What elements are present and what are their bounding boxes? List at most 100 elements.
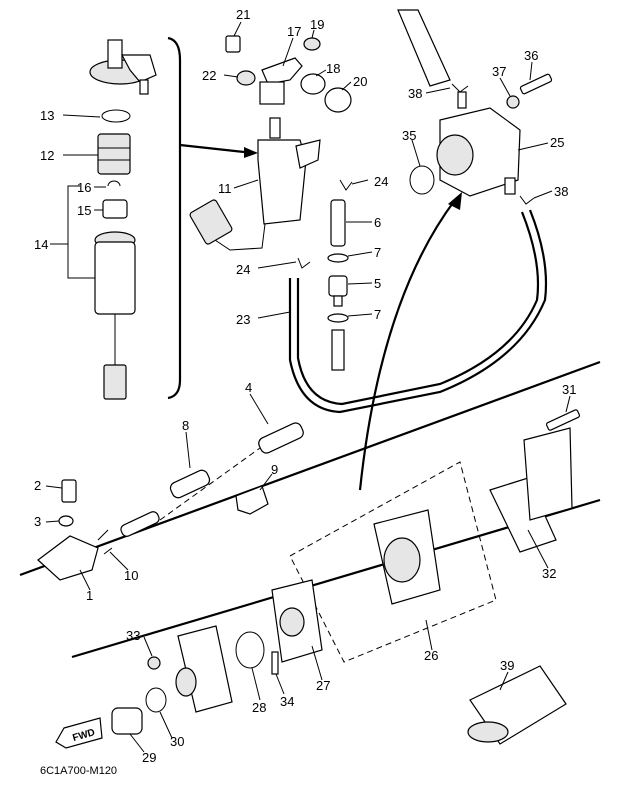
nut-15 (102, 199, 128, 219)
clip-10 (97, 529, 113, 555)
clip-38-lower (519, 195, 535, 205)
joint-5 (328, 275, 348, 297)
filter-assembly-inset (89, 39, 157, 400)
callout-2: 2 (34, 478, 41, 493)
fuel-filter-bracket-group (189, 35, 548, 414)
callout-35: 35 (402, 128, 416, 143)
bolt-36 (519, 73, 553, 95)
fuel-joint-1 (37, 535, 99, 581)
plunger-29 (111, 707, 143, 735)
callout-38-lower: 38 (554, 184, 568, 199)
callout-39: 39 (500, 658, 514, 673)
diagram-code: 6C1A700-M120 (40, 765, 117, 777)
clip-38-upper (451, 83, 469, 93)
filter-top-nipple (269, 117, 281, 139)
nut-22 (236, 70, 256, 86)
pump-pointer-arrowhead (448, 192, 462, 210)
callout-5: 5 (374, 276, 381, 291)
fwd-arrow-shape (55, 717, 103, 749)
grommet-18 (300, 73, 326, 95)
clip-16 (107, 180, 121, 187)
callout-25: 25 (550, 135, 564, 150)
callout-14: 14 (34, 237, 48, 252)
hose-8 (169, 469, 211, 499)
callout-16: 16 (77, 180, 91, 195)
hose-4 (258, 422, 304, 454)
fuel-pump-group (397, 9, 553, 205)
leader-lines (45, 21, 571, 753)
callout-27: 27 (316, 678, 330, 693)
callout-29: 29 (142, 750, 156, 765)
collar-20 (324, 87, 352, 113)
callout-32: 32 (542, 566, 556, 581)
clamp-7-lower (327, 313, 349, 323)
callout-24-left: 24 (236, 262, 250, 277)
gasket-32 (489, 477, 557, 553)
clip-17 (261, 57, 303, 85)
callout-1: 1 (86, 588, 93, 603)
callout-9: 9 (271, 462, 278, 477)
callout-8: 8 (182, 418, 189, 433)
pin-34 (271, 651, 279, 675)
filter-connector (189, 199, 233, 245)
sensor-connector (103, 364, 127, 400)
callout-20: 20 (353, 74, 367, 89)
bolt-2 (61, 479, 77, 503)
o-ring-13 (101, 109, 131, 123)
callout-24-right: 24 (374, 174, 388, 189)
fuel-hose-23 (288, 209, 548, 414)
washer-3 (58, 515, 74, 527)
o-ring-35 (409, 165, 435, 195)
upper-divider-line (19, 360, 601, 577)
callout-10: 10 (124, 568, 138, 583)
plate-31 (523, 427, 573, 521)
callout-labels: 13 12 16 15 14 11 21 17 19 18 20 22 24 2… (34, 7, 576, 777)
callout-13: 13 (40, 108, 54, 123)
clip-9 (235, 485, 269, 515)
inset-arrow-line (179, 143, 245, 154)
callout-15: 15 (77, 203, 91, 218)
nut-33 (147, 656, 161, 670)
callout-11: 11 (218, 181, 232, 196)
callout-34: 34 (280, 694, 294, 709)
callout-18: 18 (326, 61, 340, 76)
fuel-joint-group (37, 422, 304, 581)
callout-21: 21 (236, 7, 250, 22)
bolt-31 (545, 409, 581, 431)
hose-stub (331, 329, 345, 371)
callout-19: 19 (310, 17, 324, 32)
callout-30: 30 (170, 734, 184, 749)
callout-4: 4 (245, 380, 252, 395)
clamp-7-upper (327, 253, 349, 263)
inset-bracket (167, 36, 182, 400)
bolt-21 (225, 35, 241, 53)
spring-28 (235, 631, 265, 669)
gasket-area-26 (289, 461, 497, 663)
callout-26: 26 (424, 648, 438, 663)
pump-hose-inset (397, 9, 451, 87)
washer-37 (506, 95, 520, 109)
callout-12: 12 (40, 148, 54, 163)
pump-mount-group (55, 409, 581, 749)
callout-6: 6 (374, 215, 381, 230)
filter-bowl-14 (94, 241, 136, 315)
callout-31: 31 (562, 382, 576, 397)
callout-17: 17 (287, 24, 301, 39)
pump-pointer-line (358, 199, 456, 491)
callout-23: 23 (236, 312, 250, 327)
bracket-plate (259, 81, 285, 105)
callout-37: 37 (492, 64, 506, 79)
hose-6 (330, 199, 346, 247)
filter-element-12 (97, 133, 131, 175)
fuel-filter-11 (257, 139, 307, 225)
callout-38-upper: 38 (408, 86, 422, 101)
inset-arrowhead (244, 147, 258, 158)
callout-33: 33 (126, 628, 140, 643)
callout-7-upper: 7 (374, 245, 381, 260)
callout-22: 22 (202, 68, 216, 83)
callout-28: 28 (252, 700, 266, 715)
grommet-19 (303, 37, 321, 51)
spring-30 (145, 687, 167, 713)
callout-36: 36 (524, 48, 538, 63)
